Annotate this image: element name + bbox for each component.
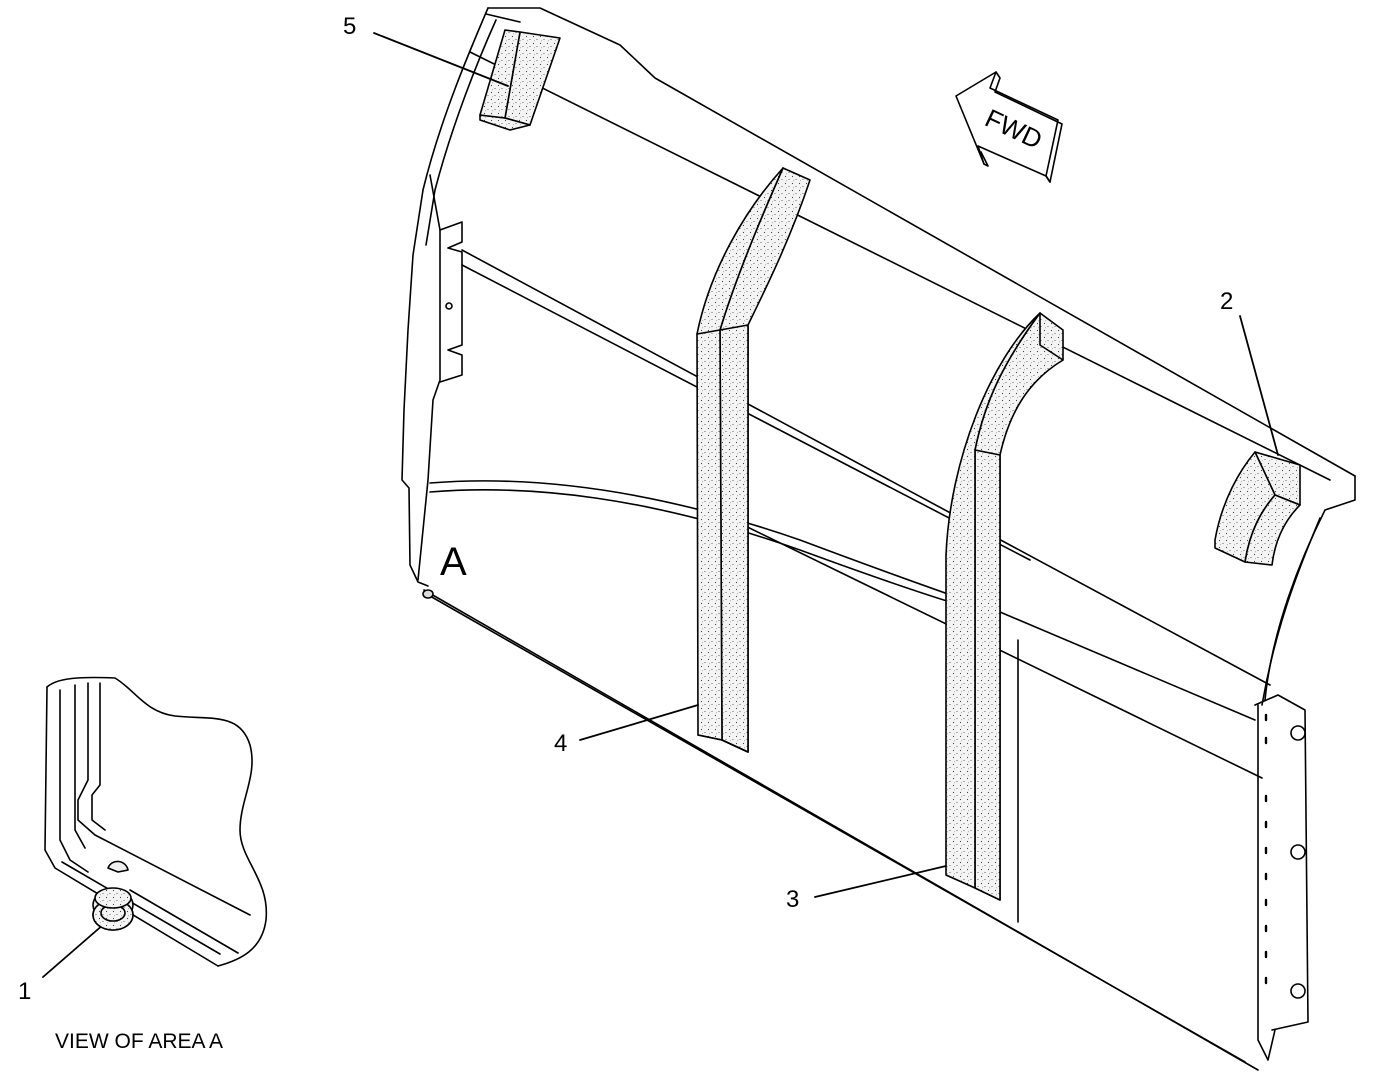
callout-1: 1 xyxy=(18,978,32,1005)
leader-lines xyxy=(42,32,1279,978)
area-marker-a: A xyxy=(440,540,467,584)
callout-2: 2 xyxy=(1220,288,1234,315)
callout-5: 5 xyxy=(343,13,357,40)
foam-strip-3 xyxy=(945,312,1064,901)
callout-3: 3 xyxy=(786,886,800,913)
leader-line-1 xyxy=(42,923,105,978)
grommet-1-small xyxy=(422,589,434,599)
foam-block-2 xyxy=(1214,451,1301,566)
fwd-arrow-icon xyxy=(955,71,1063,183)
foam-strip-4 xyxy=(696,167,811,753)
detail-view-area-a xyxy=(44,676,268,967)
foam-block-5 xyxy=(479,29,561,131)
leader-line-3 xyxy=(814,865,947,898)
headliner-panel xyxy=(401,7,1356,1071)
leader-line-4 xyxy=(579,704,699,741)
callout-4: 4 xyxy=(554,730,568,757)
leader-line-5 xyxy=(373,32,509,87)
leader-line-2 xyxy=(1239,315,1279,456)
detail-view-caption: VIEW OF AREA A xyxy=(55,1030,224,1053)
